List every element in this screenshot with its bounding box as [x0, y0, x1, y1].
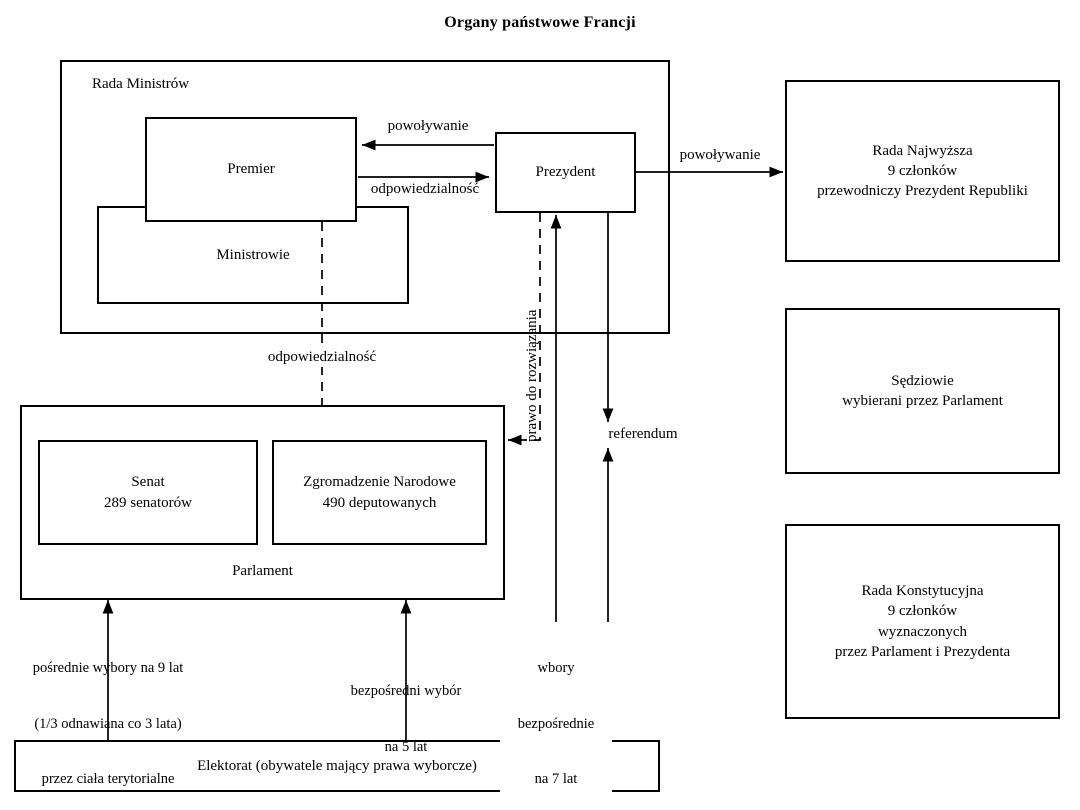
- senate-election-line-3: przez ciała terytorialne: [41, 771, 175, 788]
- page-title: Organy państwowe Francji: [444, 14, 636, 31]
- electorate-label: Elektorat (obywatele mający prawa wyborc…: [197, 757, 477, 774]
- edge-label-senate-election: pośrednie wybory na 9 lat (1/3 odnawiana…: [8, 622, 208, 810]
- premier-label: Premier: [227, 161, 275, 178]
- supreme-council-line-2: 9 członków: [887, 162, 958, 179]
- box-council-of-ministers[interactable]: [60, 60, 670, 334]
- national-assembly-text: Zgromadzenie Narodowe 490 deputowanych: [274, 472, 485, 512]
- edge-label-appoint-supreme-council: powoływanie: [679, 147, 761, 163]
- judges-line-1: Sędziowie: [891, 372, 954, 389]
- box-judges[interactable]: Sędziowie wybierani przez Parlament: [785, 308, 1060, 474]
- edge-label-premier-responsibility: odpowiedzialność: [370, 181, 480, 197]
- edge-label-dissolution-right: prawo do rozwiązania: [524, 309, 540, 442]
- senate-line-1: Senat: [131, 474, 165, 491]
- national-assembly-line-2: 490 deputowanych: [322, 494, 437, 511]
- constitutional-council-line-2: 9 członków: [887, 603, 958, 620]
- edge-label-appoint-premier: powoływanie: [387, 118, 469, 134]
- constitutional-council-text: Rada Konstytucyjna 9 członków wyznaczony…: [787, 581, 1058, 661]
- president-election-line-3: na 7 lat: [534, 771, 578, 788]
- supreme-council-line-3: przewodniczy Prezydent Republiki: [817, 183, 1028, 200]
- supreme-council-line-1: Rada Najwyższa: [872, 142, 973, 159]
- assembly-election-line-1: bezpośredni wybór: [350, 683, 462, 700]
- box-parliament[interactable]: [20, 405, 505, 600]
- box-premier[interactable]: Premier: [145, 117, 357, 222]
- box-president[interactable]: Prezydent: [495, 132, 636, 213]
- constitutional-council-line-1: Rada Konstytucyjna: [861, 583, 984, 600]
- council-of-ministers-label: Rada Ministrów: [92, 76, 190, 92]
- ministers-label: Ministrowie: [216, 246, 290, 263]
- senate-text: Senat 289 senatorów: [40, 472, 256, 512]
- senate-line-2: 289 senatorów: [104, 494, 192, 511]
- edge-label-referendum: referendum: [568, 425, 718, 445]
- president-election-line-2: bezpośrednie: [517, 715, 595, 732]
- national-assembly-line-1: Zgromadzenie Narodowe: [303, 474, 456, 491]
- box-national-assembly[interactable]: Zgromadzenie Narodowe 490 deputowanych: [272, 440, 487, 545]
- judges-text: Sędziowie wybierani przez Parlament: [787, 371, 1058, 411]
- president-label: Prezydent: [535, 164, 596, 181]
- senate-election-line-1: pośrednie wybory na 9 lat: [32, 660, 184, 677]
- president-election-line-1: wbory: [537, 660, 575, 677]
- box-senate[interactable]: Senat 289 senatorów: [38, 440, 258, 545]
- senate-election-line-2: (1/3 odnawiana co 3 lata): [34, 715, 182, 732]
- edge-label-assembly-election: bezpośredni wybór na 5 lat: [322, 645, 490, 793]
- assembly-election-line-2: na 5 lat: [384, 738, 428, 755]
- parliament-label: Parlament: [232, 563, 293, 579]
- constitutional-council-line-3: wyznaczonych: [877, 623, 968, 640]
- edge-dissolution-right: [508, 213, 541, 446]
- constitutional-council-line-4: przez Parlament i Prezydenta: [834, 643, 1011, 660]
- box-constitutional-council[interactable]: Rada Konstytucyjna 9 członków wyznaczony…: [785, 524, 1060, 719]
- edge-label-government-responsibility: odpowiedzialność: [232, 348, 412, 368]
- edge-label-president-election: wbory bezpośrednie na 7 lat: [500, 622, 612, 810]
- supreme-council-text: Rada Najwyższa 9 członków przewodniczy P…: [787, 141, 1058, 201]
- box-supreme-council[interactable]: Rada Najwyższa 9 członków przewodniczy P…: [785, 80, 1060, 262]
- judges-line-2: wybierani przez Parlament: [842, 393, 1003, 409]
